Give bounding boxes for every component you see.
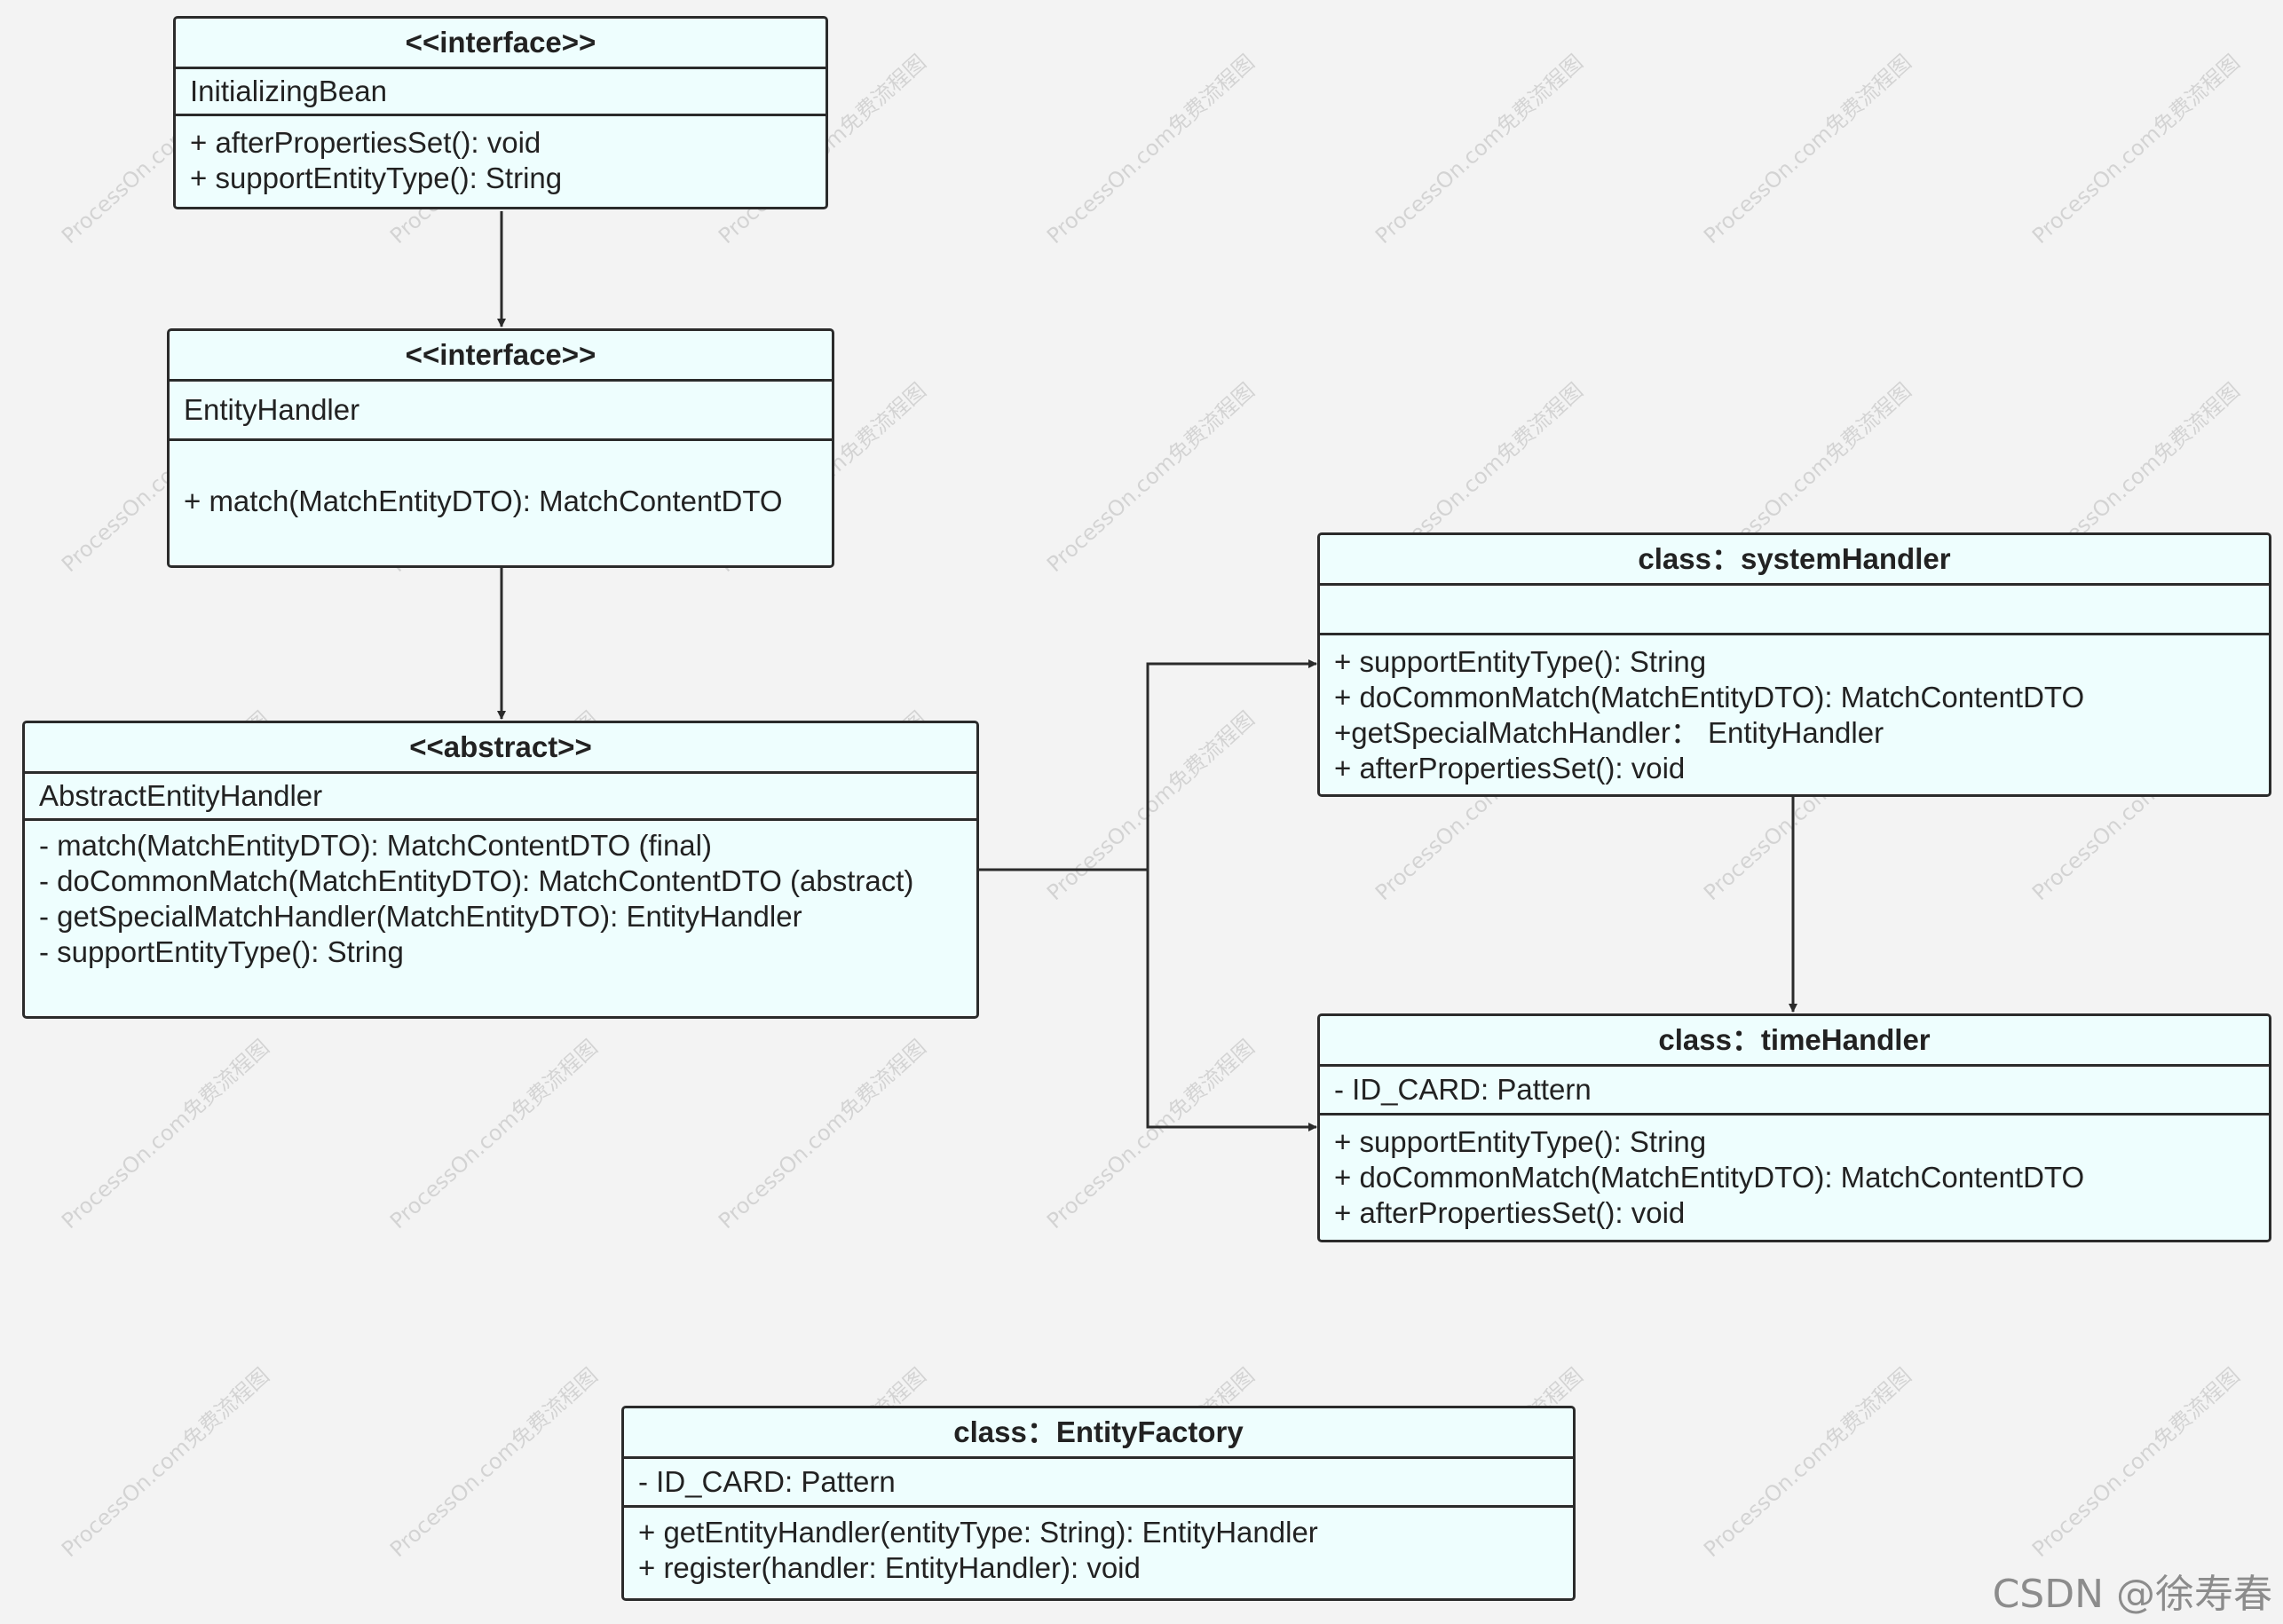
systemhandler-methods: + supportEntityType(): String + doCommon… [1320,633,2269,786]
entityfactory-attribute: - ID_CARD: Pattern [624,1456,1573,1505]
timehandler-title: class：timeHandler [1658,1023,1931,1056]
initializingbean-stereotype: <<interface>> [405,26,596,59]
abstractentityhandler-stereotype: <<abstract>> [409,730,592,763]
method-line: + afterPropertiesSet(): void [1334,1196,1686,1229]
initializingbean-box[interactable]: <<interface>> InitializingBean + afterPr… [173,16,828,209]
abstractentityhandler-methods: - match(MatchEntityDTO): MatchContentDTO… [25,818,976,970]
entityhandler-stereotype: <<interface>> [405,338,596,371]
entityfactory-box[interactable]: class：EntityFactory - ID_CARD: Pattern +… [621,1406,1576,1601]
abstractentityhandler-name: AbstractEntityHandler [25,771,976,818]
method-line: + supportEntityType(): String [1334,645,1707,678]
abstractentityhandler-box[interactable]: <<abstract>> AbstractEntityHandler - mat… [22,721,979,1019]
method-line: + getEntityHandler(entityType: String): … [638,1516,1318,1549]
method-line: - doCommonMatch(MatchEntityDTO): MatchCo… [39,864,914,897]
entityhandler-box[interactable]: <<interface>> EntityHandler + match(Matc… [167,328,834,568]
method-line: + match(MatchEntityDTO): MatchContentDTO [184,485,783,517]
timehandler-attribute: - ID_CARD: Pattern [1320,1064,2269,1113]
systemhandler-box[interactable]: class：systemHandler + supportEntityType(… [1317,532,2271,797]
method-line: + supportEntityType(): String [1334,1125,1707,1158]
method-line: + supportEntityType(): String [190,162,563,194]
method-line: + register(handler: EntityHandler): void [638,1551,1141,1584]
arrow-abstract-to-timehandler [1146,870,1317,1131]
entityfactory-methods: + getEntityHandler(entityType: String): … [624,1505,1573,1586]
initializingbean-methods: + afterPropertiesSet(): void + supportEn… [176,114,826,196]
timehandler-methods: + supportEntityType(): String + doCommon… [1320,1113,2269,1231]
method-line: + doCommonMatch(MatchEntityDTO): MatchCo… [1334,681,2085,713]
arrow-abstract-to-systemhandler [979,659,1317,871]
initializingbean-name: InitializingBean [176,67,826,114]
entityhandler-methods: + match(MatchEntityDTO): MatchContentDTO [170,438,832,519]
systemhandler-attributes-empty [1320,583,2269,633]
method-line: - getSpecialMatchHandler(MatchEntityDTO)… [39,900,802,933]
method-line: - match(MatchEntityDTO): MatchContentDTO… [39,829,712,862]
method-line: + afterPropertiesSet(): void [190,126,541,159]
entityhandler-name: EntityHandler [170,379,832,438]
csdn-credit: CSDN @徐寿春 [1992,1572,2272,1617]
method-line: + afterPropertiesSet(): void [1334,752,1686,784]
method-line: - supportEntityType(): String [39,935,404,968]
timehandler-box[interactable]: class：timeHandler - ID_CARD: Pattern + s… [1317,1013,2271,1242]
method-line: +getSpecialMatchHandler： EntityHandler [1334,716,1884,749]
method-line: + doCommonMatch(MatchEntityDTO): MatchCo… [1334,1161,2085,1194]
systemhandler-title: class：systemHandler [1638,542,1951,575]
entityfactory-title: class：EntityFactory [953,1415,1244,1448]
